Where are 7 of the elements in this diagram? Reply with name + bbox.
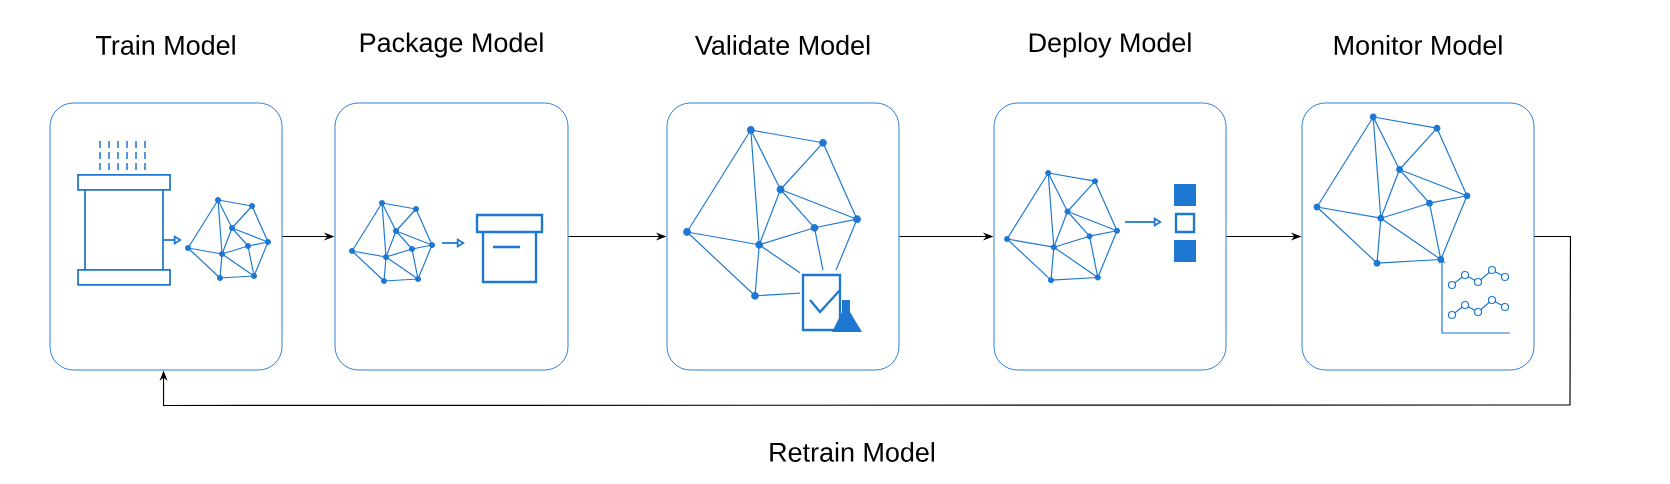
stage-title: Deploy Model [1029,32,1191,58]
stage-title: Validate Model [695,35,870,55]
stage-title: Package Model [360,32,543,58]
edge-label: Retrain Model [770,442,935,462]
arrow [159,235,1572,407]
stage-title: Monitor Model [1334,35,1502,55]
stage-title: Train Model [96,35,235,55]
